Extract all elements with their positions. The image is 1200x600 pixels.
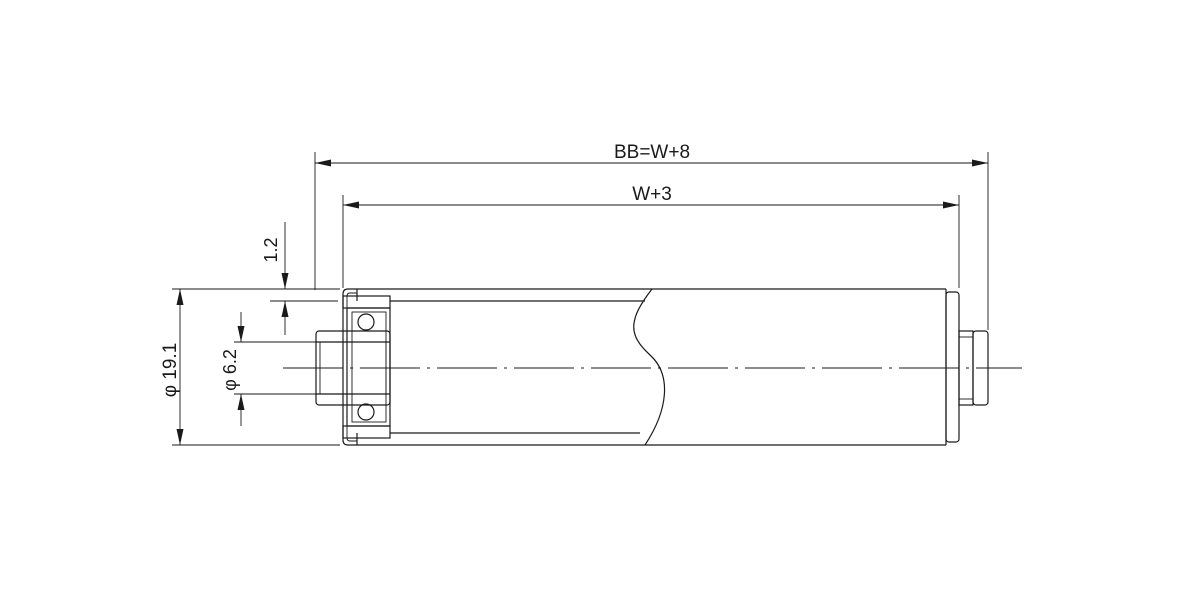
flange-thickness-dimension: 1.2 (261, 222, 338, 335)
shaft-bore-dimension: φ 6.2 (220, 312, 316, 426)
tube-diameter-dimension: φ 19.1 (160, 288, 340, 446)
shaft-bore-label: φ 6.2 (220, 349, 240, 391)
tube-length-label: W+3 (632, 184, 672, 205)
left-bearing-assembly (315, 288, 391, 446)
roller-tube (357, 288, 989, 446)
flange-thickness-label: 1.2 (261, 237, 281, 262)
tube-diameter-label: φ 19.1 (160, 343, 181, 398)
tube-length-dimension: W+3 (342, 184, 960, 288)
overall-length-label: BB=W+8 (614, 142, 690, 163)
overall-length-dimension: BB=W+8 (314, 142, 989, 330)
